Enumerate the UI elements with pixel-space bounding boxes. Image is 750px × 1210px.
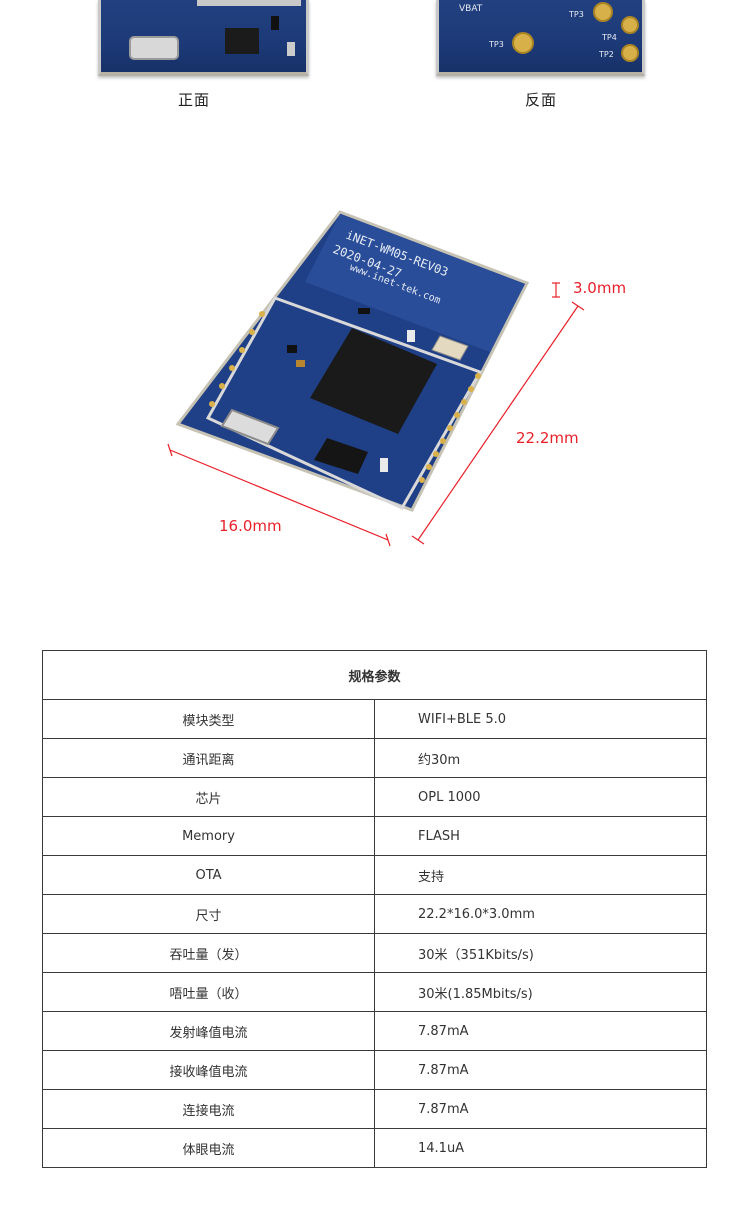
test-pad xyxy=(621,16,639,34)
spec-value: 支持 xyxy=(374,855,707,895)
front-caption: 正面 xyxy=(178,91,211,109)
test-pad xyxy=(512,32,534,54)
test-pad xyxy=(621,44,639,62)
spec-key: 连接电流 xyxy=(42,1089,375,1129)
back-board-photo: VBAT TP3 TP3 TP4 TP2 xyxy=(436,0,645,76)
spec-key: 接收峰值电流 xyxy=(42,1050,375,1090)
spec-value: 7.87mA xyxy=(374,1011,707,1051)
smd-part xyxy=(407,330,415,342)
vbat-label: VBAT xyxy=(459,4,483,14)
spec-value: 30米（351Kbits/s) xyxy=(374,933,707,973)
crystal xyxy=(220,408,280,446)
smd-part xyxy=(358,308,370,314)
spec-key: 吞吐量（发） xyxy=(42,933,375,973)
test-pad xyxy=(593,2,613,22)
shield-frame xyxy=(197,0,301,6)
flash-chip xyxy=(314,438,368,474)
tp3-label: TP3 xyxy=(569,10,584,19)
spec-value: 30米(1.85Mbits/s) xyxy=(374,972,707,1012)
smd-part xyxy=(296,360,305,367)
spec-key: 通讯距离 xyxy=(42,738,375,778)
length-line xyxy=(417,305,579,541)
width-line xyxy=(169,449,389,541)
spec-key: 芯片 xyxy=(42,777,375,817)
spec-value: 14.1uA xyxy=(374,1128,707,1168)
spec-key: 唔吐量（收） xyxy=(42,972,375,1012)
spec-header-row: 规格参数 xyxy=(42,650,707,700)
castellated-pads-left xyxy=(209,311,265,407)
smd-part xyxy=(287,42,295,56)
spec-row: 通讯距离约30m xyxy=(42,738,707,778)
tp3-label: TP3 xyxy=(489,40,504,49)
back-caption: 反面 xyxy=(525,91,558,109)
length-label: 22.2mm xyxy=(516,429,579,447)
smd-part xyxy=(271,16,279,30)
spec-table-title: 规格参数 xyxy=(42,650,707,700)
spec-value: 约30m xyxy=(374,738,707,778)
antenna-area xyxy=(305,214,525,352)
spec-value: FLASH xyxy=(374,816,707,856)
module-illustration: iNET-WM05-REV03 2020-04-27 www.inet-tek.… xyxy=(167,210,585,547)
spec-value: 7.87mA xyxy=(374,1050,707,1090)
tp2-label: TP2 xyxy=(599,50,614,59)
spec-row: 吞吐量（发）30米（351Kbits/s) xyxy=(42,933,707,973)
front-board-photo xyxy=(98,0,309,76)
crystal-component xyxy=(129,36,179,60)
chip-component xyxy=(225,28,259,54)
tp4-label: TP4 xyxy=(602,33,617,42)
spec-value: WIFI+BLE 5.0 xyxy=(374,699,707,739)
shield-outline xyxy=(205,296,483,510)
spec-key: OTA xyxy=(42,855,375,895)
spec-value: 22.2*16.0*3.0mm xyxy=(374,894,707,934)
smd-part xyxy=(380,458,388,472)
spec-row: 唔吐量（收）30米(1.85Mbits/s) xyxy=(42,972,707,1012)
main-chip xyxy=(310,328,437,434)
spec-key: 尺寸 xyxy=(42,894,375,934)
smd-part xyxy=(287,345,297,353)
spec-key: Memory xyxy=(42,816,375,856)
thickness-label: 3.0mm xyxy=(573,279,627,297)
spec-key: 体眼电流 xyxy=(42,1128,375,1168)
spec-key: 发射峰值电流 xyxy=(42,1011,375,1051)
spec-value: 7.87mA xyxy=(374,1089,707,1129)
castellated-pads xyxy=(419,373,481,483)
oscillator xyxy=(431,335,469,361)
spec-value: OPL 1000 xyxy=(374,777,707,817)
width-label: 16.0mm xyxy=(219,517,282,535)
spec-key: 模块类型 xyxy=(42,699,375,739)
